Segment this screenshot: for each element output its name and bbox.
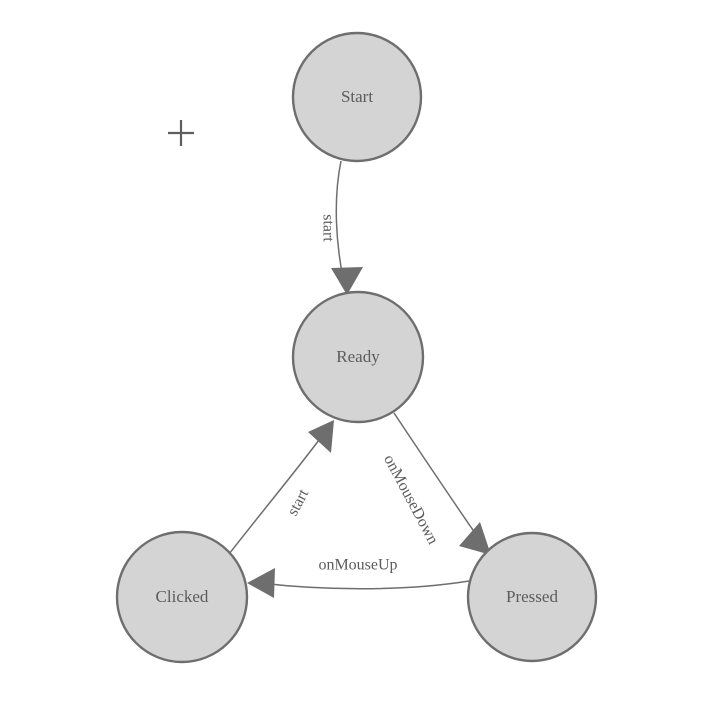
state-node-start[interactable]: Start	[291, 31, 423, 163]
state-node-clicked[interactable]: Clicked	[115, 530, 249, 664]
arrowhead-pressed-upper-left	[459, 522, 491, 555]
plus-marker-icon	[168, 120, 194, 146]
edge-ready-to-pressed: onMouseDown	[380, 412, 491, 555]
state-node-ready-label: Ready	[336, 347, 380, 366]
state-node-start-label: Start	[341, 87, 373, 106]
state-node-clicked-label: Clicked	[156, 587, 209, 606]
state-node-pressed-circle[interactable]	[466, 531, 598, 663]
edge-start-to-ready: start	[319, 160, 363, 295]
edge-pressed-to-clicked: onMouseUp	[247, 557, 470, 598]
state-node-ready[interactable]: Ready	[291, 290, 425, 424]
edge-label-pressed-to-clicked: onMouseUp	[318, 557, 397, 574]
state-node-ready-circle[interactable]	[291, 290, 425, 424]
arrowhead-ready-top	[331, 267, 363, 295]
arrowhead-ready-lower-left	[308, 420, 334, 453]
state-node-pressed-label: Pressed	[506, 587, 558, 606]
edge-label-ready-to-pressed: onMouseDown	[380, 452, 441, 547]
state-node-pressed[interactable]: Pressed	[466, 531, 598, 663]
state-node-clicked-circle[interactable]	[115, 530, 249, 664]
edge-clicked-to-ready: start	[228, 420, 334, 555]
edge-label-start-to-ready: start	[319, 214, 336, 242]
edge-label-clicked-to-ready: start	[284, 486, 312, 519]
state-node-start-circle[interactable]	[291, 31, 423, 163]
arrowhead-clicked-right	[247, 568, 275, 598]
